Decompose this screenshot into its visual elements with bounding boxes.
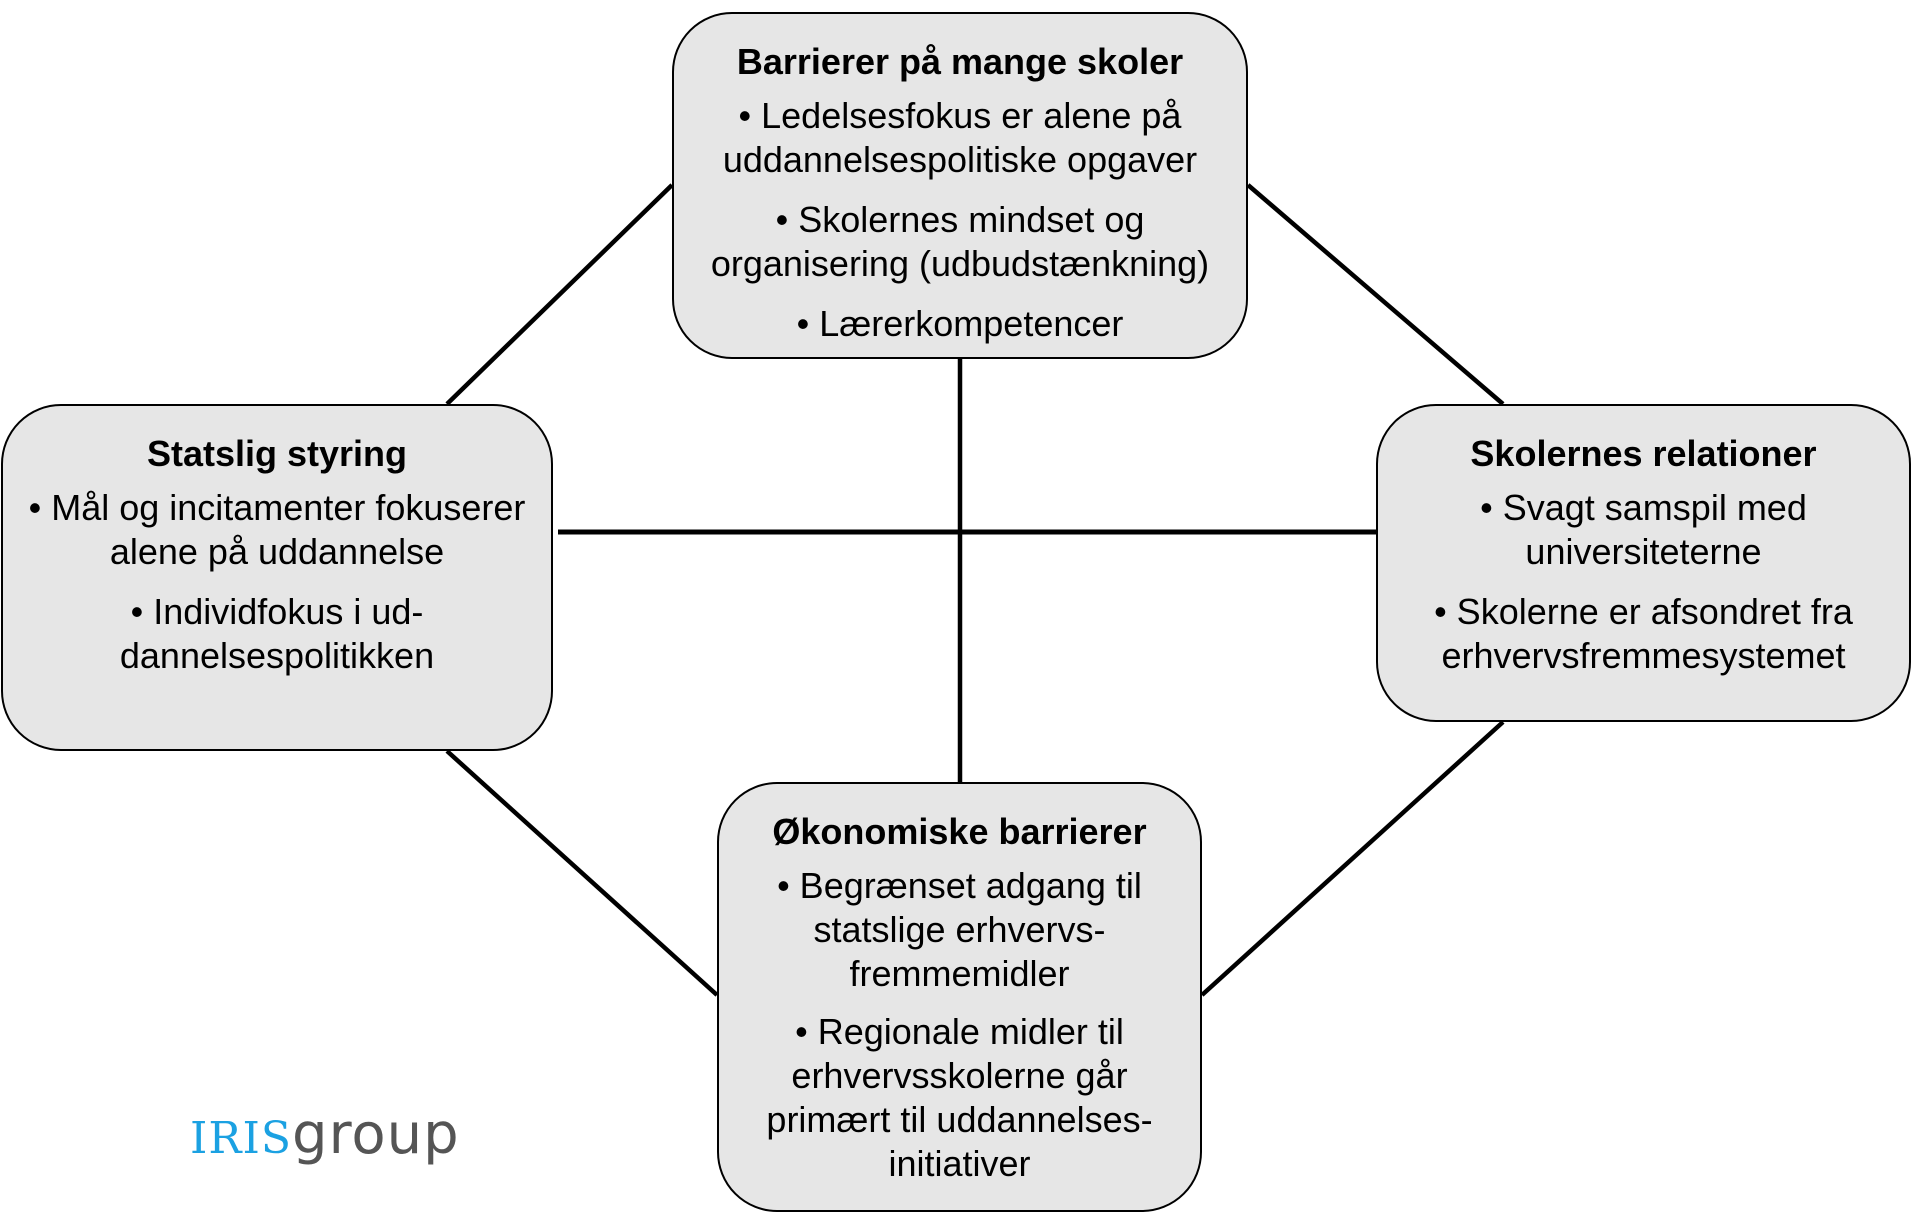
node-bullet: • Mål og incitamenter fokuserer alene på…: [28, 487, 526, 572]
node-bullet: • Individfokus i ud- dannelsespolitikken: [119, 591, 435, 676]
node-barrierer-paa-mange-skoler: Barrierer på mange skoler • Ledelsesfoku…: [672, 12, 1248, 359]
edge-top-right: [1246, 183, 1505, 406]
node-bullet: • Ledelsesfokus er alene på uddannelsesp…: [722, 95, 1198, 180]
edge-top-left: [445, 183, 674, 406]
node-bullet: • Regionale midler til erhvervsskolerne …: [766, 1011, 1153, 1184]
node-bullet: • Begrænset adgang til statslige erhverv…: [777, 865, 1142, 994]
node-bullet: • Lærerkompetencer: [796, 303, 1124, 344]
node-bullet: • Skolerne er afsondret fra erhvervsfrem…: [1434, 591, 1853, 676]
node-bullet: • Svagt samspil med universiteterne: [1480, 487, 1807, 572]
logo-suffix-text: group: [292, 1102, 460, 1167]
node-title: Økonomiske barrierer: [772, 811, 1147, 852]
node-title: Barrierer på mange skoler: [736, 41, 1184, 82]
node-title: Skolernes relationer: [1470, 433, 1817, 474]
node-statslig-styring: Statslig styring • Mål og incitamenter f…: [1, 404, 553, 751]
node-bullet: • Skolernes mindset og organisering (udb…: [710, 199, 1210, 284]
node-oekonomiske-barrierer: Økonomiske barrierer • Begrænset adgang …: [717, 782, 1202, 1212]
edge-right-bottom: [1200, 720, 1505, 997]
logo-brand-text: IRIS: [190, 1113, 293, 1164]
node-skolernes-relationer: Skolernes relationer • Svagt samspil med…: [1376, 404, 1911, 722]
node-title: Statslig styring: [146, 433, 408, 474]
iris-group-logo: IRISgroup: [190, 1098, 460, 1175]
edge-left-bottom: [445, 749, 719, 997]
